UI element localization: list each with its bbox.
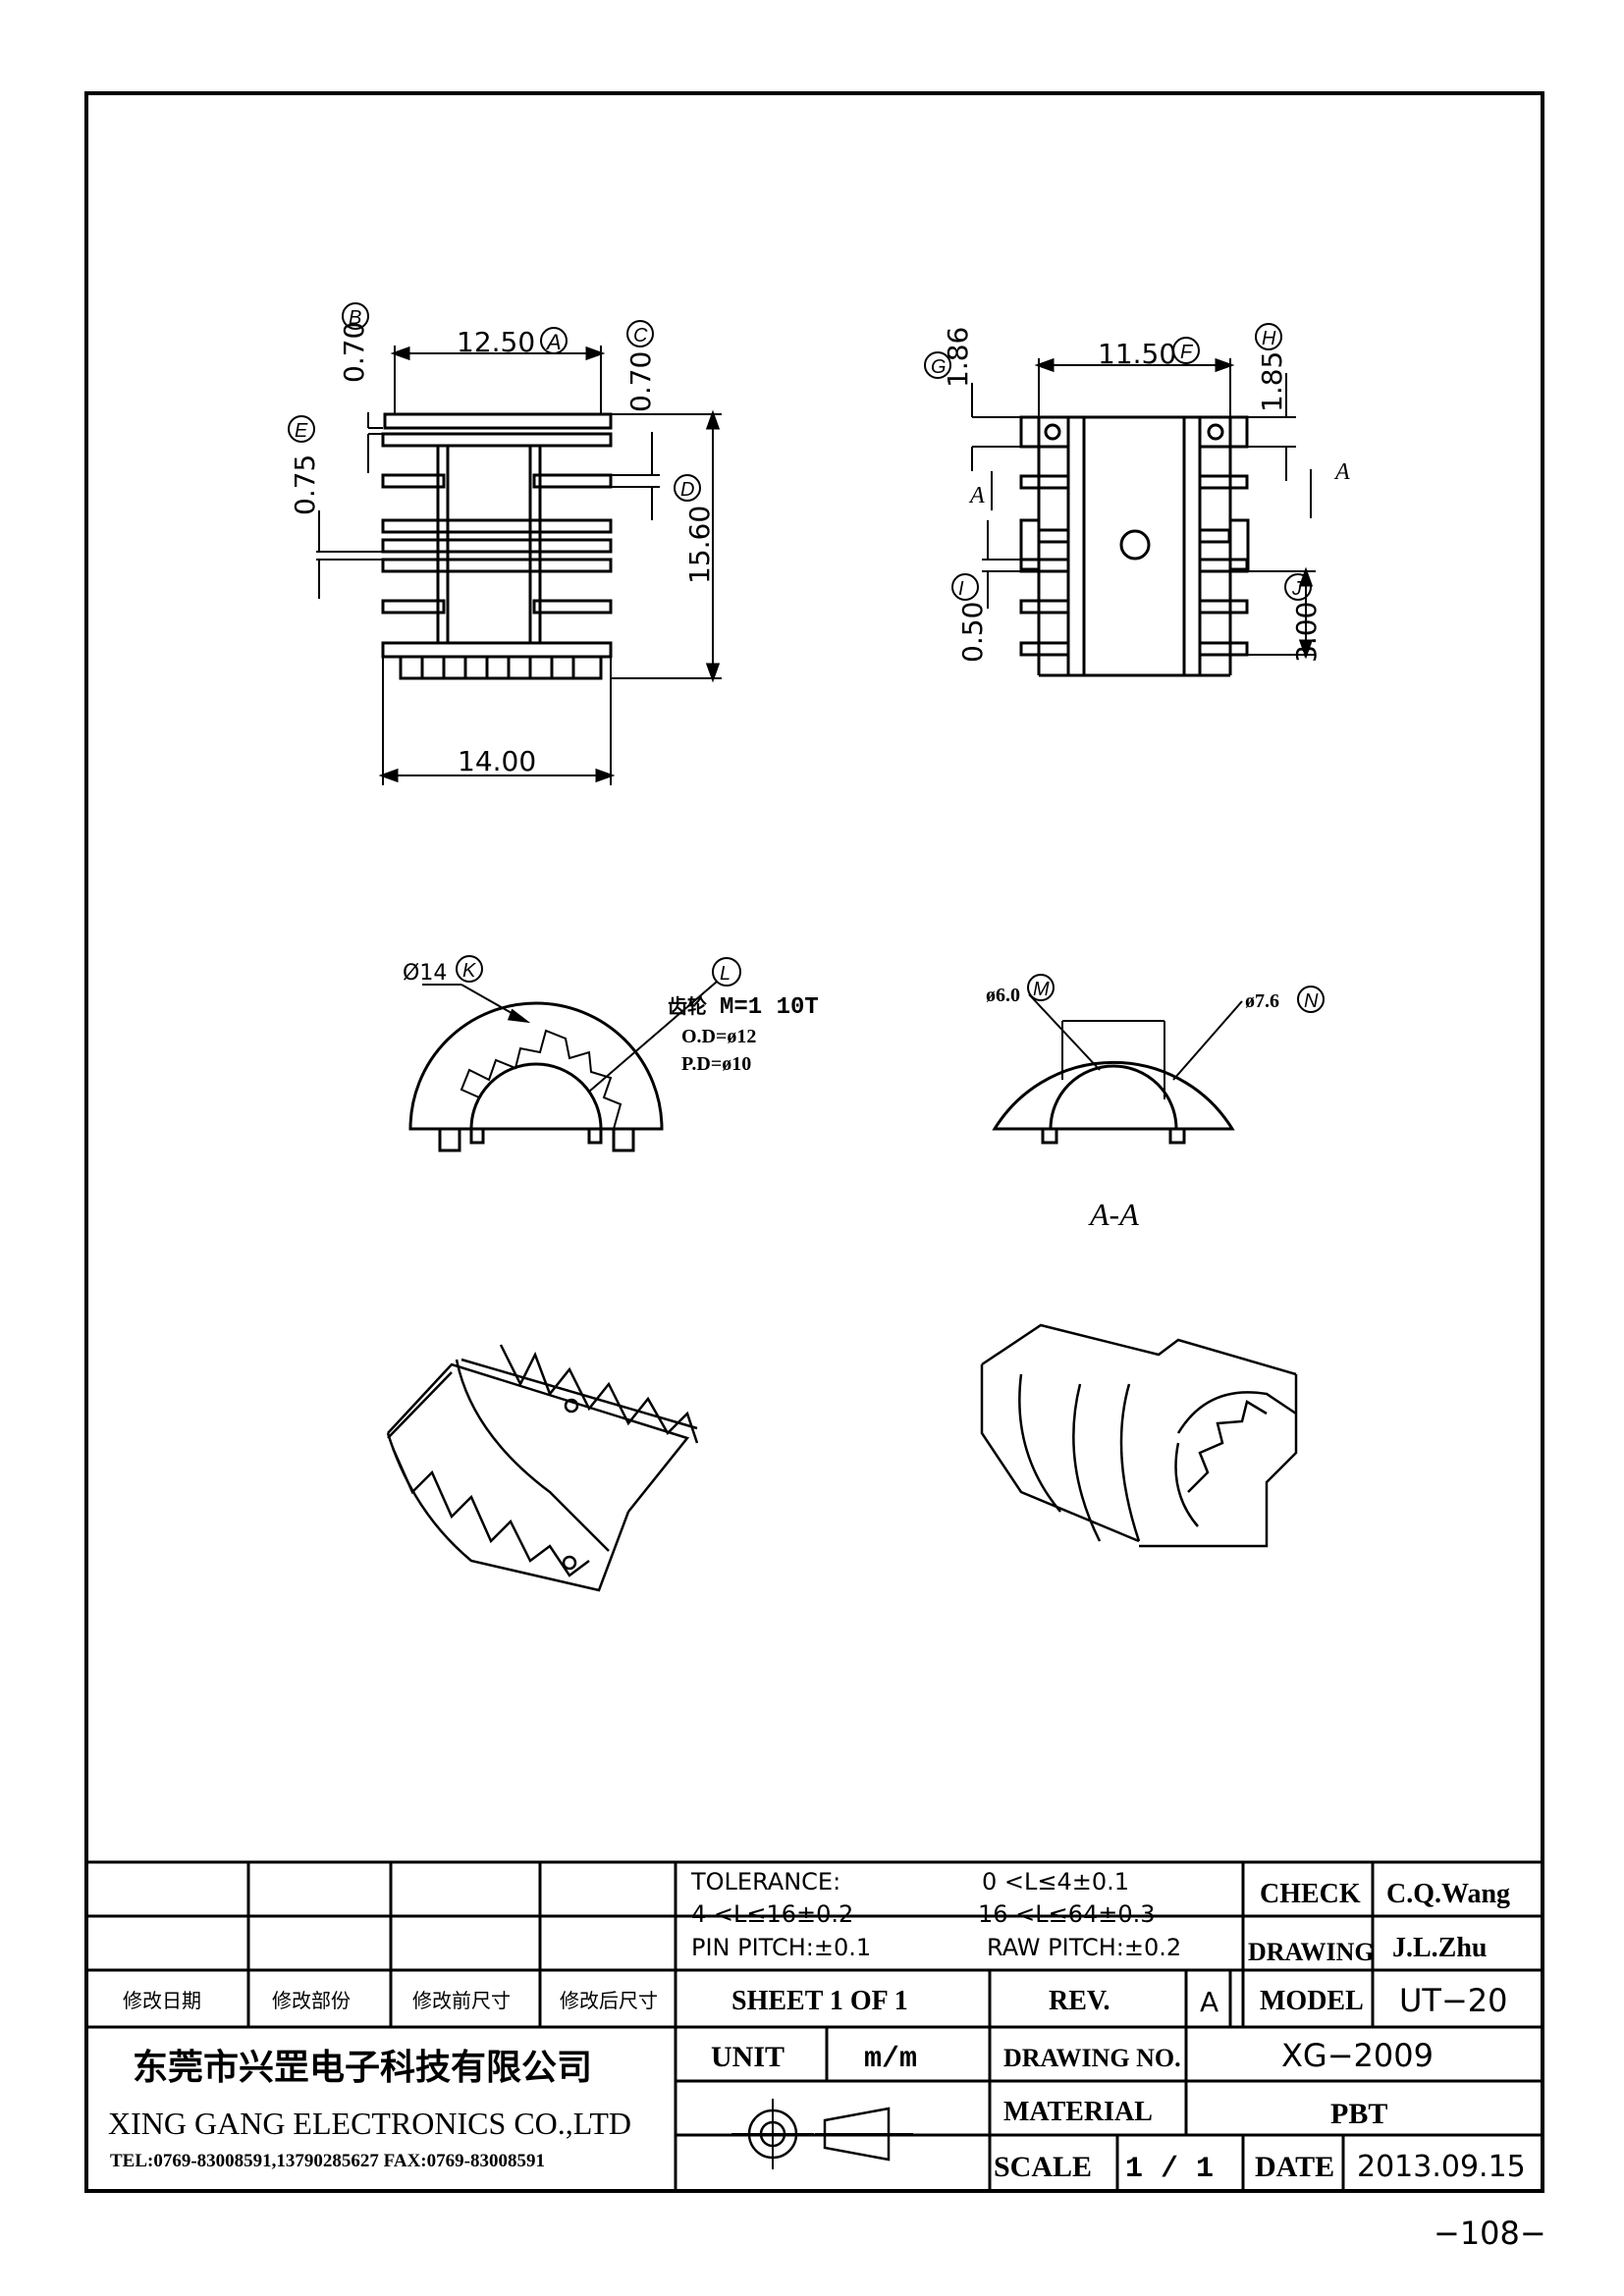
note-gear-prefix: 齿轮 [668, 994, 707, 1018]
date-value: 2013.09.15 [1357, 2150, 1526, 2184]
company-contact: TEL:0769-83008591,13790285627 FAX:0769-8… [110, 2151, 545, 2171]
dim-f-label: F [1180, 342, 1194, 363]
rev-label: REV. [1049, 1986, 1110, 2016]
rev-header-date: 修改日期 [123, 1989, 201, 2012]
unit-label: UNIT [711, 2041, 785, 2073]
note-gear: M=1 10T [720, 994, 819, 1021]
dim-i-value: 0.50 [956, 602, 989, 663]
company-name-cn: 东莞市兴罡电子科技有限公司 [133, 2047, 592, 2088]
date-label: DATE [1255, 2151, 1334, 2183]
dim-a-value: 12.50 [457, 326, 535, 358]
dim-d-label: D [680, 479, 694, 501]
rev-header-before: 修改前尺寸 [412, 1989, 511, 2012]
tolerance-3: 16 <L≤64±0.3 [978, 1900, 1156, 1928]
isometric-view-left [386, 1344, 699, 1592]
dim-a-label: A [545, 330, 562, 354]
note-od: O.D=ø12 [681, 1026, 756, 1047]
scale-label: SCALE [994, 2151, 1092, 2183]
company-name-en: XING GANG ELECTRONICS CO.,LTD [108, 2106, 631, 2141]
dim-b-label: B [349, 307, 361, 329]
dim-j-label: J [1291, 578, 1303, 600]
dim-h-value: 1.85 [1256, 351, 1288, 412]
drawing-label: DRAWING [1248, 1938, 1375, 1966]
drawing-value: J.L.Zhu [1392, 1933, 1488, 1963]
dim-n-value: ø7.6 [1245, 990, 1279, 1012]
dim-k-value: Ø14 [403, 961, 447, 986]
dim-m-value: ø6.0 [986, 985, 1020, 1006]
dim-g-label: G [931, 356, 947, 378]
dim-c-label: C [633, 325, 648, 347]
pin-pitch: PIN PITCH:±0.1 [691, 1934, 871, 1961]
unit-value: m/m [864, 2043, 917, 2076]
section-mark-left: A [968, 483, 985, 508]
side-view [971, 357, 1316, 677]
title-block [86, 1860, 1543, 2191]
scale-value: 1 / 1 [1125, 2153, 1214, 2186]
dim-i-label: I [958, 578, 964, 600]
dim-width-value: 14.00 [458, 745, 536, 777]
check-label: CHECK [1260, 1879, 1361, 1909]
material-label: MATERIAL [1003, 2097, 1153, 2127]
dim-d-value: 15.60 [683, 506, 716, 584]
raw-pitch: RAW PITCH:±0.2 [987, 1934, 1181, 1961]
page-number: −108− [1434, 2215, 1546, 2252]
section-title: A-A [1088, 1197, 1139, 1232]
dim-e-value: 0.75 [289, 454, 321, 515]
note-l-label: L [720, 963, 731, 985]
section-mark-right: A [1333, 459, 1350, 485]
drawing-no-label: DRAWING NO. [1003, 2044, 1181, 2072]
isometric-view-right [980, 1323, 1298, 1548]
sheet-info: SHEET 1 OF 1 [731, 1986, 908, 2016]
tolerance-label: TOLERANCE: [690, 1868, 840, 1896]
dim-b-value: 0.70 [338, 322, 370, 383]
dim-j-value: 3.00 [1290, 602, 1323, 663]
note-pd: P.D=ø10 [681, 1053, 751, 1075]
dim-m-label: M [1033, 979, 1050, 1000]
tolerance-1: 0 <L≤4±0.1 [982, 1868, 1129, 1896]
material-value: PBT [1330, 2098, 1387, 2130]
dim-h-label: H [1262, 328, 1276, 349]
dim-f-value: 11.50 [1098, 338, 1176, 370]
dim-e-label: E [295, 420, 308, 442]
model-value: UT−20 [1399, 1982, 1508, 2019]
dim-k-label: K [462, 960, 477, 982]
dim-c-value: 0.70 [624, 351, 657, 412]
rev-value: A [1200, 1986, 1218, 2018]
rev-header-after: 修改后尺寸 [560, 1989, 658, 2012]
check-value: C.Q.Wang [1386, 1879, 1510, 1909]
rev-header-part: 修改部份 [272, 1989, 351, 2012]
sheet-border [84, 91, 1544, 2193]
tolerance-2: 4 <L≤16±0.2 [691, 1900, 853, 1928]
dim-n-label: N [1304, 990, 1319, 1012]
front-view [316, 346, 722, 785]
model-label: MODEL [1260, 1986, 1364, 2016]
section-aa-view [992, 993, 1243, 1145]
drawing-no-value: XG−2009 [1281, 2037, 1434, 2074]
end-view [408, 981, 718, 1152]
